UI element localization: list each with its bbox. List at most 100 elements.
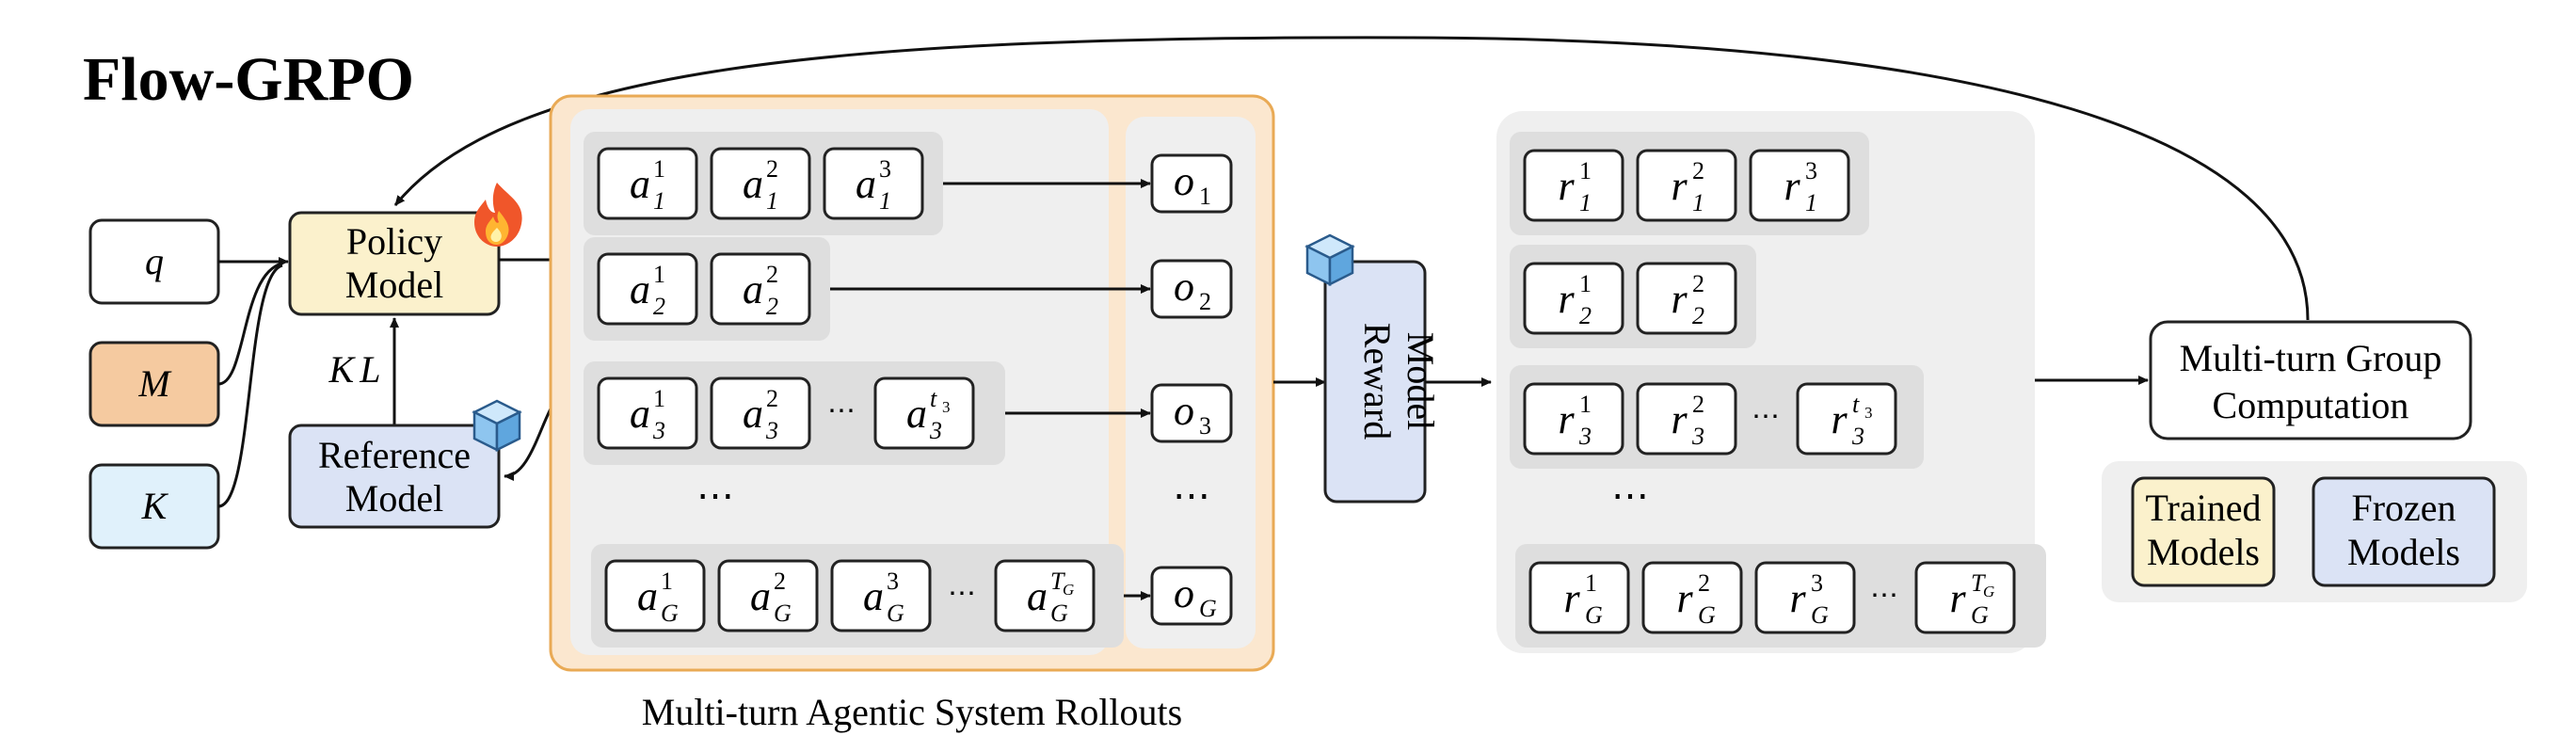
svg-text:r: r (1671, 276, 1688, 322)
svg-text:1: 1 (1579, 157, 1592, 184)
svg-text:Frozen: Frozen (2351, 487, 2456, 529)
rollouts-vertical-ellipsis: ⋯ (696, 474, 734, 517)
svg-text:1: 1 (1692, 189, 1704, 216)
svg-text:1: 1 (1199, 183, 1211, 210)
svg-text:G: G (1983, 583, 1994, 600)
kl-label: KL (328, 348, 387, 391)
svg-text:Policy: Policy (346, 220, 442, 263)
svg-text:3: 3 (765, 417, 778, 444)
svg-text:3: 3 (1851, 423, 1864, 450)
svg-text:a: a (743, 266, 763, 312)
svg-text:T: T (1971, 569, 1986, 597)
input-m: M (88, 341, 220, 427)
group-computation: Multi-turn Group Computation (2149, 320, 2472, 440)
svg-text:Models: Models (2347, 531, 2460, 573)
svg-text:3: 3 (929, 417, 942, 444)
svg-text:r: r (1563, 575, 1580, 621)
svg-text:3: 3 (887, 568, 899, 595)
svg-text:Multi-turn Group: Multi-turn Group (2180, 337, 2442, 379)
token-ellipsis: ⋯ (948, 578, 976, 609)
svg-text:a: a (750, 573, 771, 619)
svg-text:2: 2 (1692, 157, 1704, 184)
svg-text:a: a (637, 573, 658, 619)
svg-text:1: 1 (653, 261, 665, 288)
svg-text:2: 2 (766, 155, 778, 183)
input-q: q (88, 218, 220, 305)
reward-model: Reward Model (1304, 233, 1442, 504)
svg-text:Trained: Trained (2146, 487, 2262, 529)
svg-text:r: r (1558, 276, 1575, 322)
svg-text:1: 1 (1579, 391, 1592, 418)
ice-cube-icon (1304, 233, 1355, 287)
policy-model: Policy Model (288, 183, 522, 316)
svg-text:1: 1 (1805, 189, 1817, 216)
svg-text:2: 2 (1698, 569, 1710, 597)
ice-cube-icon (472, 399, 522, 453)
svg-text:Models: Models (2147, 531, 2260, 573)
svg-text:G: G (1199, 595, 1217, 622)
svg-text:3: 3 (1811, 569, 1823, 597)
diagram-title: Flow-GRPO (83, 45, 414, 114)
svg-text:r: r (1671, 396, 1688, 442)
svg-text:1: 1 (766, 187, 778, 215)
svg-text:a: a (856, 161, 876, 207)
svg-text:a: a (906, 391, 927, 437)
svg-text:3: 3 (1691, 423, 1704, 450)
token-ellipsis: ⋯ (1870, 580, 1898, 611)
svg-text:3: 3 (1805, 157, 1817, 184)
svg-text:1: 1 (879, 187, 891, 215)
legend-trained: Trained Models (2131, 476, 2276, 587)
svg-text:2: 2 (766, 293, 778, 320)
svg-text:a: a (630, 266, 650, 312)
svg-text:Computation: Computation (2213, 384, 2409, 426)
svg-text:o: o (1174, 570, 1194, 616)
svg-text:M: M (137, 362, 172, 405)
svg-text:Reward: Reward (1356, 323, 1399, 440)
svg-text:r: r (1784, 163, 1800, 209)
svg-text:G: G (661, 600, 679, 627)
svg-text:G: G (1050, 600, 1068, 627)
svg-text:3: 3 (652, 417, 665, 444)
svg-text:o: o (1174, 158, 1194, 204)
svg-text:r: r (1558, 396, 1575, 442)
reference-model: Reference Model (288, 399, 522, 529)
svg-text:G: G (1971, 601, 1989, 629)
token-ellipsis: ⋯ (1752, 401, 1780, 432)
svg-text:2: 2 (1692, 302, 1704, 329)
svg-text:3: 3 (1578, 423, 1592, 450)
input-k: K (88, 463, 220, 550)
svg-text:r: r (1671, 163, 1688, 209)
svg-text:t: t (1852, 391, 1860, 418)
svg-text:o: o (1174, 388, 1194, 434)
svg-text:r: r (1558, 163, 1575, 209)
svg-text:1: 1 (1585, 569, 1597, 597)
svg-text:G: G (1585, 601, 1603, 629)
svg-text:2: 2 (774, 568, 786, 595)
input-k-connector (217, 264, 283, 508)
rewards-vertical-ellipsis: ⋯ (1611, 474, 1649, 517)
svg-text:2: 2 (1692, 270, 1704, 297)
svg-text:t: t (930, 385, 937, 412)
svg-text:3: 3 (1864, 404, 1873, 422)
